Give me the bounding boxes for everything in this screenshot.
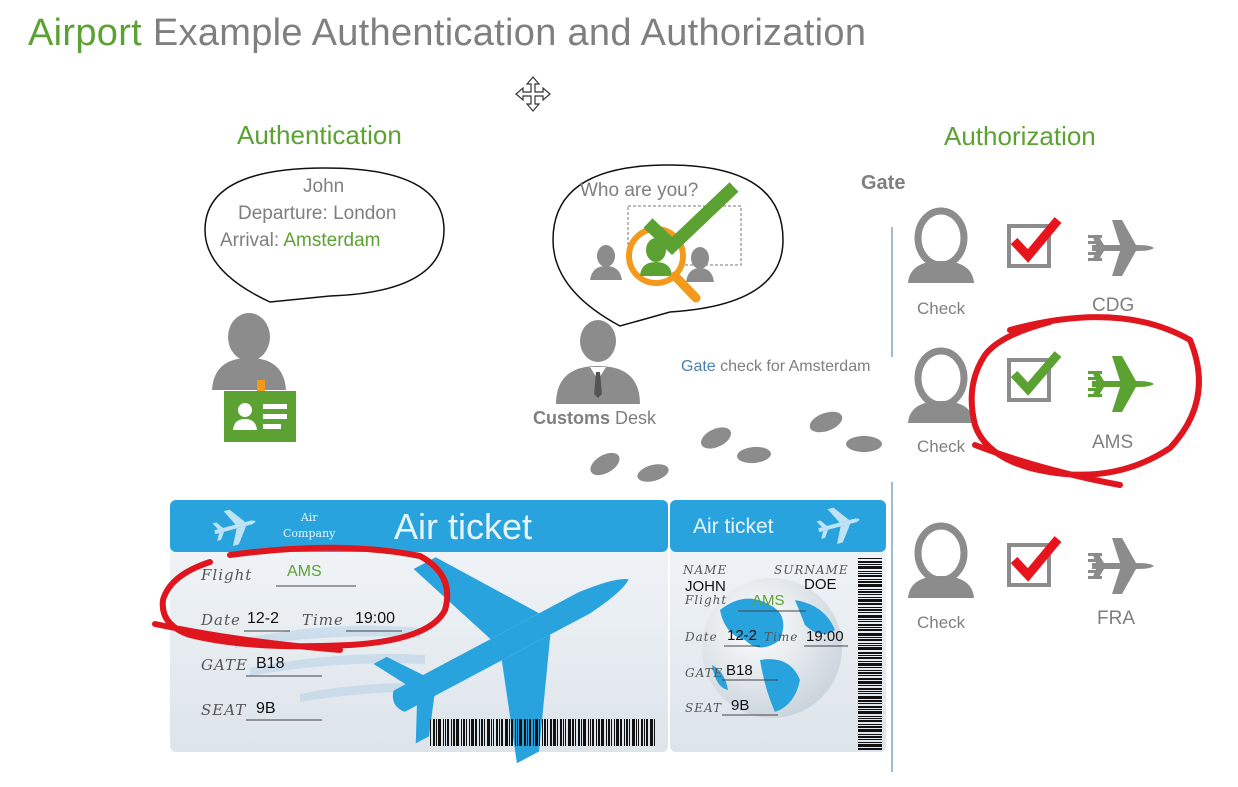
- plane-icon-ams: [1088, 356, 1154, 412]
- stub-time-value: 19:00: [806, 628, 844, 645]
- arrival-label: Arrival:: [220, 230, 280, 251]
- ticket-gate-label: GATE: [201, 656, 248, 674]
- customs-officer-icon: [556, 320, 640, 404]
- ticket-header-plane-icon: [212, 509, 256, 546]
- authentication-heading: Authentication: [237, 120, 402, 150]
- ticket-main-header: [170, 500, 668, 552]
- stub-seat-value: 9B: [731, 697, 750, 714]
- gate-check-label-fra: Check: [917, 613, 966, 632]
- gate-officer-icon-ams: [908, 347, 974, 423]
- ticket-globe-icon: [702, 578, 842, 718]
- customs-desk-bold: Customs: [533, 408, 611, 428]
- move-cursor-icon: [515, 76, 551, 112]
- passenger-name: John: [303, 176, 345, 197]
- checkbox-red-check-icon-cdg: [1007, 217, 1062, 268]
- stub-name-value: JOHN: [685, 578, 726, 595]
- id-badge-icon: [224, 380, 296, 442]
- plane-icon-cdg: [1088, 220, 1154, 276]
- stub-date-value: 12-2: [727, 627, 758, 644]
- ticket-flight-highlight-circle: [152, 544, 451, 653]
- ticket-date-label: Date: [201, 611, 241, 629]
- ticket-stub-header-plane-icon: [816, 507, 860, 544]
- gate-heading: Gate: [861, 172, 906, 194]
- stub-name-label: NAME: [683, 563, 728, 577]
- customs-desk-rest: Desk: [615, 408, 657, 428]
- gate-check-rest: check for Amsterdam: [720, 358, 871, 375]
- stub-time-label: Time: [764, 630, 799, 644]
- stub-flight-label: Flight: [685, 593, 728, 607]
- ticket-barcode-horizontal: [430, 719, 655, 746]
- departure-label: Departure:: [238, 203, 328, 224]
- ticket-company-line2: Company: [283, 527, 336, 540]
- gate-check-note: Gate check for Amsterdam: [681, 358, 870, 376]
- gate-code-cdg: CDG: [1092, 295, 1135, 316]
- customs-question: Who are you?: [580, 180, 699, 201]
- ticket-barcode-vertical: [858, 558, 882, 750]
- stub-surname-value: DOE: [804, 576, 837, 593]
- title-rest: Example Authentication and Authorization: [152, 12, 867, 54]
- person-woman-icon: [590, 245, 622, 280]
- passenger-speech-bubble: [204, 167, 445, 303]
- ticket-seat-label: SEAT: [201, 701, 247, 719]
- checkbox-red-check-icon-fra: [1007, 536, 1062, 587]
- ticket-flight-label: Flight: [201, 566, 253, 584]
- title-accent: Airport: [28, 12, 143, 54]
- gate-code-fra: FRA: [1097, 608, 1135, 629]
- ticket-seat-value: 9B: [256, 700, 276, 717]
- ticket-gate-value: B18: [256, 655, 285, 672]
- stub-date-label: Date: [685, 630, 718, 644]
- stub-seat-label: SEAT: [685, 701, 722, 715]
- ticket-stub-title: Air ticket: [693, 515, 774, 538]
- ticket-date-value: 12-2: [247, 610, 280, 627]
- ticket-title: Air ticket: [394, 506, 533, 547]
- customs-desk-label: Customs Desk: [533, 408, 656, 429]
- passenger-avatar-icon: [212, 313, 286, 390]
- ticket-company-line1: Air: [300, 511, 318, 524]
- approved-checkmark-icon: [643, 182, 739, 255]
- gate-officer-icon-cdg: [908, 207, 974, 283]
- footprints-icon: [590, 411, 882, 482]
- ticket-field-underlines: [244, 585, 848, 721]
- ams-highlight-circle: [968, 314, 1202, 488]
- passenger-arrival: Arrival: Amsterdam: [220, 230, 381, 252]
- stub-flight-value: AMS: [752, 592, 785, 609]
- gate-check-accent: Gate: [681, 358, 716, 375]
- gate-check-label-cdg: Check: [917, 299, 966, 318]
- face-scan-frame: [627, 205, 742, 266]
- stub-gate-value: B18: [726, 662, 753, 679]
- checkbox-green-check-icon-ams: [1007, 351, 1062, 402]
- ticket-time-value: 19:00: [355, 610, 396, 627]
- ticket-flight-value: AMS: [287, 563, 322, 580]
- gate-officer-icon-fra: [908, 522, 974, 598]
- page-title: Airport Example Authentication and Autho…: [28, 12, 866, 55]
- gate-code-ams: AMS: [1092, 432, 1134, 453]
- stub-gate-label: GATE: [685, 666, 724, 680]
- gate-check-label-ams: Check: [917, 437, 966, 456]
- ticket-time-label: Time: [302, 611, 344, 629]
- plane-icon-fra: [1088, 538, 1154, 594]
- departure-value: London: [333, 203, 397, 224]
- authorization-heading: Authorization: [944, 121, 1096, 151]
- arrival-value: Amsterdam: [283, 230, 381, 251]
- passenger-departure: Departure: London: [238, 203, 396, 225]
- stub-surname-label: SURNAME: [774, 563, 849, 577]
- person-man-icon: [686, 247, 714, 282]
